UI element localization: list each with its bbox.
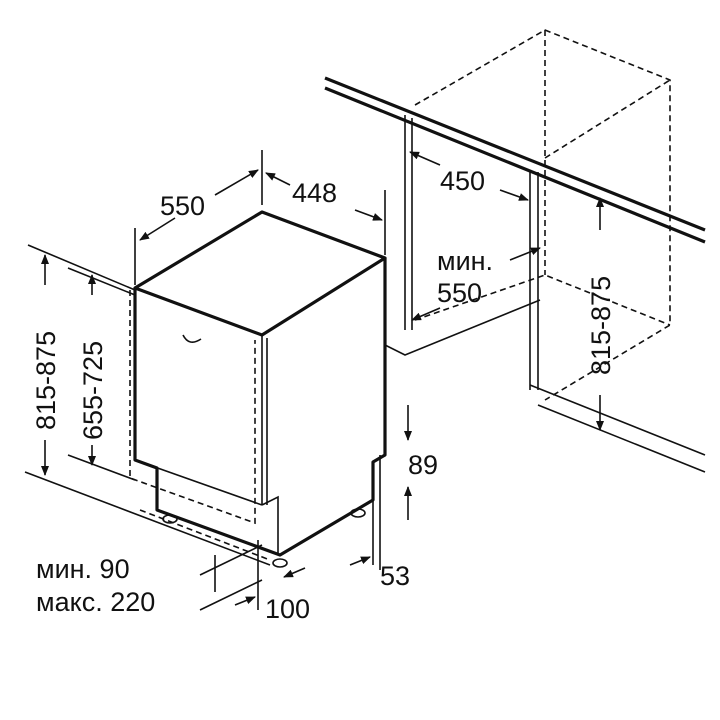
label-width: 448 <box>292 178 337 208</box>
ext-line <box>24 471 271 566</box>
label-niche-width: 450 <box>440 166 485 196</box>
dim-arrow <box>349 556 371 566</box>
dim-arrow <box>499 189 529 201</box>
foot <box>350 508 366 518</box>
label-plinth-bottom: 53 <box>380 561 410 591</box>
countertop-edge-bottom <box>324 86 706 244</box>
niche-outline-top <box>544 79 671 159</box>
plinth-step <box>261 495 279 553</box>
kitchen-cabinet-niche <box>324 29 706 473</box>
ext-line <box>67 454 136 481</box>
dim-arrow <box>234 596 256 606</box>
cabinet-left-plinth <box>384 299 541 356</box>
niche-outline-back <box>414 29 671 401</box>
dishwasher <box>129 210 387 568</box>
countertop-edge-top <box>324 76 706 232</box>
dim-arrow <box>411 307 441 321</box>
label-niche-height: 815-875 <box>586 276 616 375</box>
dimension-lines <box>24 150 604 611</box>
dim-448-arrow <box>354 209 383 221</box>
niche-outline-floor <box>414 274 671 326</box>
label-foot-offset: 100 <box>265 594 310 624</box>
dim-arrow <box>409 151 441 166</box>
label-niche-depth: 550 <box>437 278 482 308</box>
floor-dashed <box>139 509 271 561</box>
dim-arrow <box>283 567 306 578</box>
dim-550-arrow <box>139 217 176 241</box>
label-niche-depth-min: мин. <box>437 246 493 276</box>
door-bottom-edge <box>134 459 263 506</box>
floor-line-top <box>529 384 706 456</box>
dim-550-arrow <box>214 169 259 196</box>
floor-line-bottom <box>537 404 706 473</box>
dishwasher-top <box>133 210 387 337</box>
label-plinth-min: мин. 90 <box>36 554 130 584</box>
foot <box>272 558 288 568</box>
ext-line <box>199 544 263 576</box>
dim-448-arrow <box>265 172 291 186</box>
label-height-door: 655-725 <box>78 341 108 440</box>
foot <box>162 514 178 524</box>
door-panel-dashed <box>129 290 256 525</box>
dim-arrow <box>509 247 541 261</box>
label-plinth-top: 89 <box>408 450 438 480</box>
label-height-total: 815-875 <box>31 331 61 430</box>
ext-line <box>199 579 263 611</box>
ext-line <box>27 244 136 291</box>
door-handle-icon <box>182 334 202 343</box>
label-depth: 550 <box>160 191 205 221</box>
label-plinth-max: макс. 220 <box>36 587 155 617</box>
ext-line <box>67 267 136 296</box>
